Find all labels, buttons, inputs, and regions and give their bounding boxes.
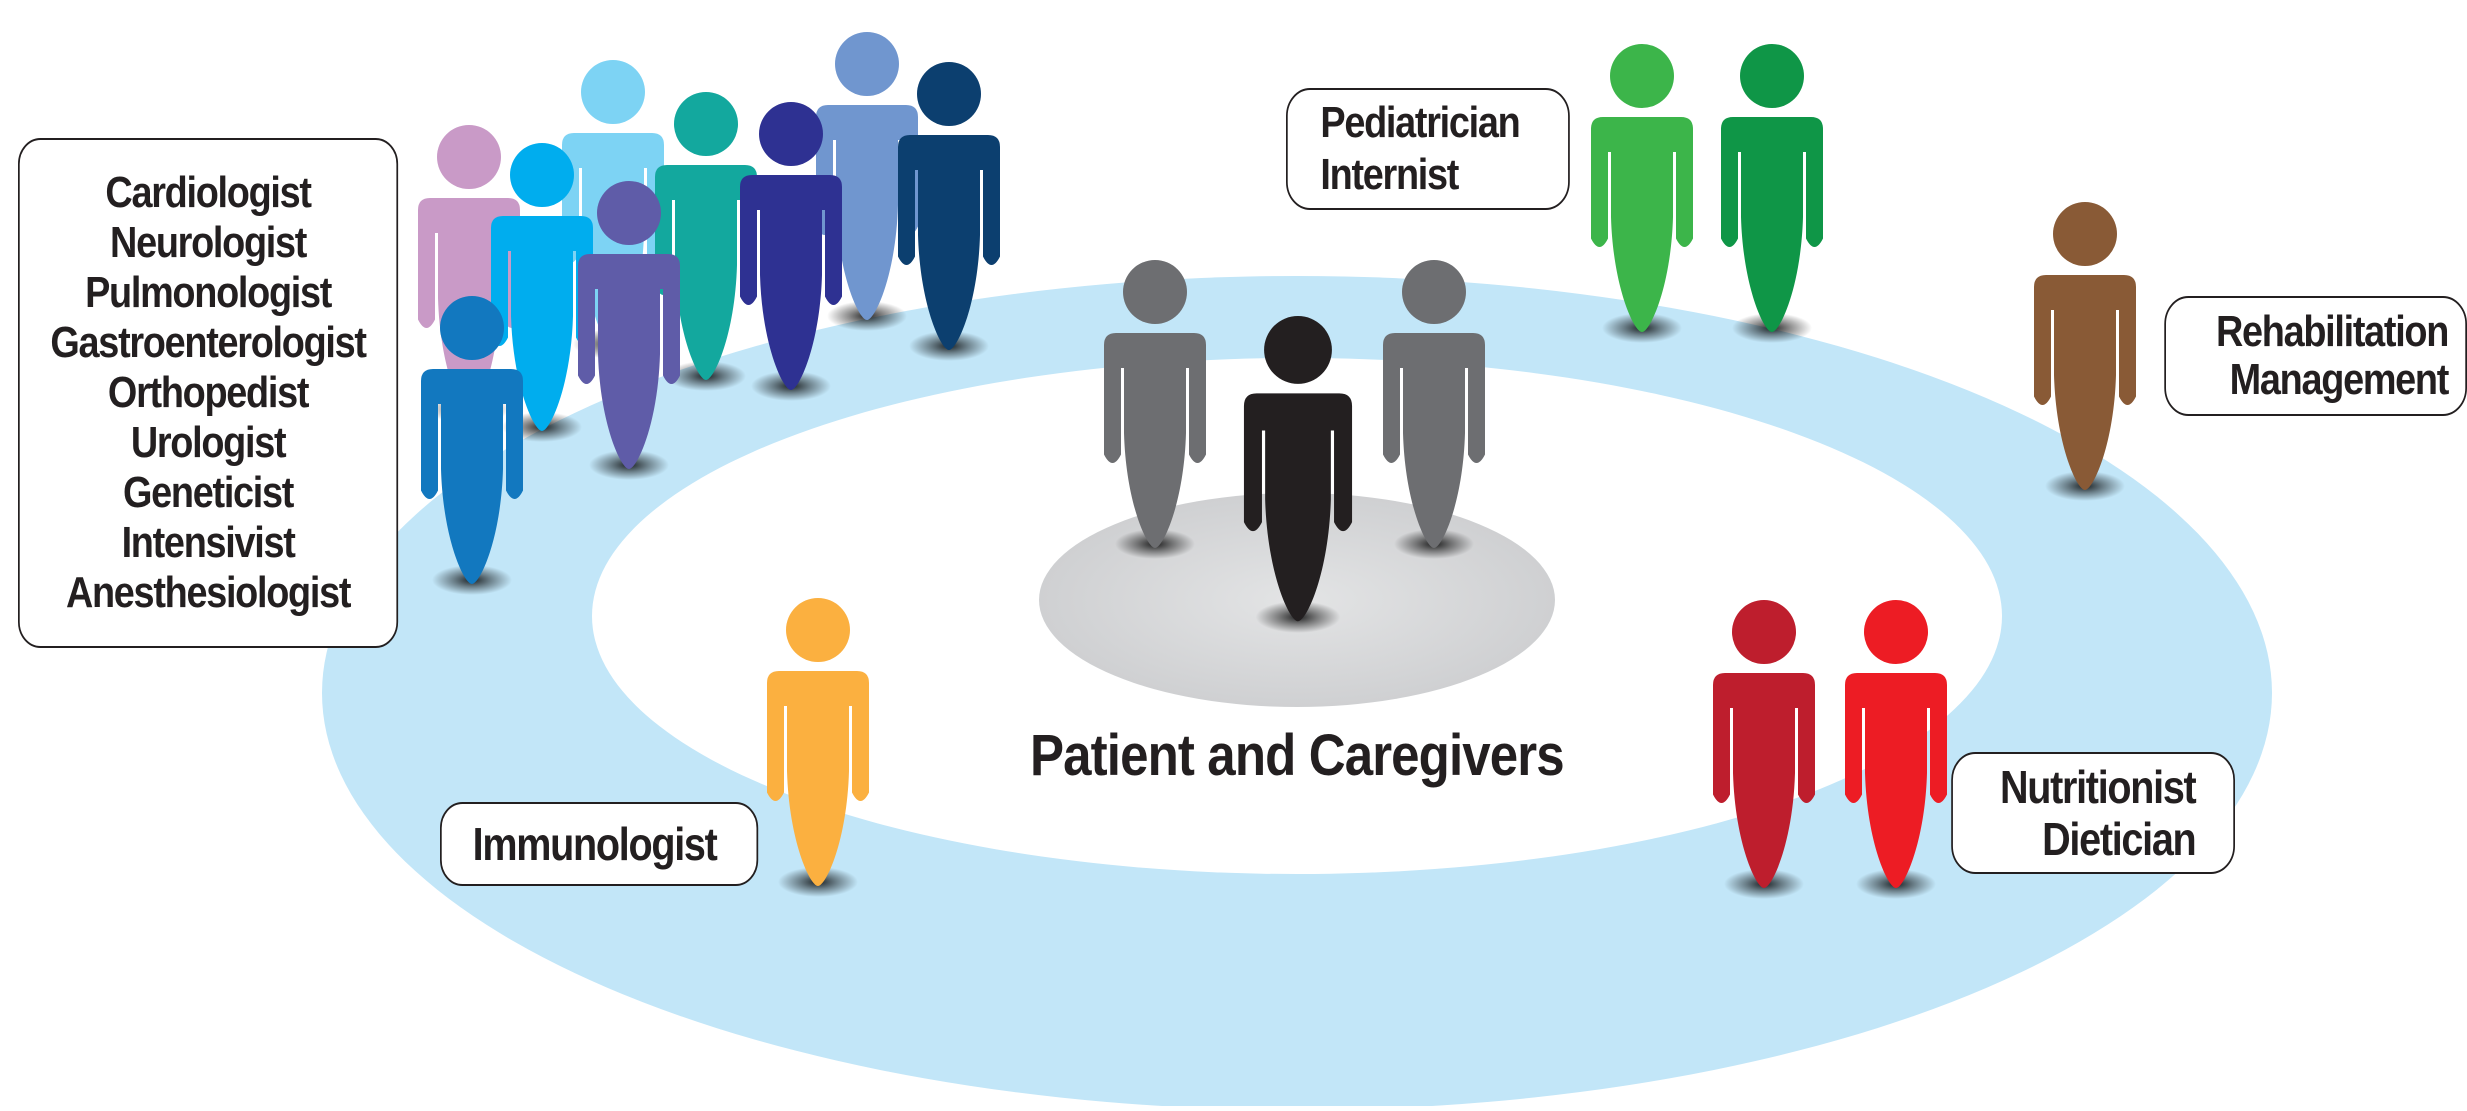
figure-body — [1104, 333, 1206, 548]
figure-body — [491, 216, 593, 431]
specialist-label-intensivist: Intensivist — [121, 518, 296, 567]
label-management: Management — [2229, 355, 2450, 404]
figure-head — [1732, 600, 1796, 664]
figure-head — [437, 125, 501, 189]
person-immunologist-figure — [767, 598, 869, 897]
nutrition-label-box: Nutritionist Dietician — [1951, 752, 2235, 874]
figure-head — [581, 60, 645, 124]
rehabilitation-label-box: Rehabilitation Management — [2164, 296, 2467, 416]
figure-head — [1864, 600, 1928, 664]
figure-head — [917, 62, 981, 126]
figure-body — [1591, 117, 1693, 332]
people-figures — [418, 32, 2136, 899]
person-orthopedist-figure — [655, 92, 757, 391]
specialist-label-orthopedist: Orthopedist — [107, 368, 310, 417]
figure-head — [510, 143, 574, 207]
figure-head — [1123, 260, 1187, 324]
label-pediatrician: Pediatrician — [1320, 98, 1520, 147]
figure-body — [816, 105, 918, 320]
specialist-label-anesthesiologist: Anesthesiologist — [65, 568, 352, 617]
figure-head — [1610, 44, 1674, 108]
figure-body — [2034, 275, 2136, 490]
figure-body — [1713, 673, 1815, 888]
person-patient-figure — [1243, 316, 1353, 633]
specialist-label-urologist: Urologist — [130, 418, 287, 467]
figure-head — [835, 32, 899, 96]
person-dietician-figure — [1845, 600, 1947, 899]
figure-head — [440, 296, 504, 360]
figure-head — [786, 598, 850, 662]
figure-body — [1845, 673, 1947, 888]
figure-head — [2053, 202, 2117, 266]
figure-head — [1264, 316, 1332, 384]
specialist-label-geneticist: Geneticist — [123, 468, 294, 517]
specialist-label-cardiologist: Cardiologist — [105, 168, 312, 217]
figure-body — [1243, 393, 1353, 622]
figure-head — [597, 181, 661, 245]
figure-body — [655, 165, 757, 380]
figure-body — [421, 369, 523, 584]
figure-head — [1740, 44, 1804, 108]
specialist-label-gastroenterologist: Gastroenterologist — [50, 318, 367, 367]
figure-body — [1383, 333, 1485, 548]
specialist-label-neurologist: Neurologist — [110, 218, 307, 267]
label-internist: Internist — [1320, 150, 1459, 199]
person-pediatrician-figure — [1591, 44, 1693, 343]
figure-body — [578, 254, 680, 469]
label-dietician: Dietician — [2042, 813, 2197, 865]
label-nutritionist: Nutritionist — [1999, 761, 2197, 813]
figure-body — [1721, 117, 1823, 332]
figure-head — [759, 102, 823, 166]
person-nutritionist-figure — [1713, 600, 1815, 899]
figure-head — [1402, 260, 1466, 324]
specialist-label-pulmonologist: Pulmonologist — [85, 268, 332, 317]
figure-body — [898, 135, 1000, 350]
person-gastroenterologist-figure — [578, 181, 680, 480]
specialists-label-box: Cardiologist Neurologist Pulmonologist G… — [18, 138, 399, 648]
person-caregiver-left-figure — [1104, 260, 1206, 559]
person-internist-figure — [1721, 44, 1823, 343]
figure-head — [674, 92, 738, 156]
person-geneticist-figure — [816, 32, 918, 331]
immunology-label-box: Immunologist — [440, 802, 759, 886]
person-rehabilitation-figure — [2034, 202, 2136, 501]
figure-body — [767, 671, 869, 886]
person-urologist-figure — [740, 102, 842, 401]
primary-care-label-box: Pediatrician Internist — [1286, 88, 1570, 210]
person-anesthesiologist-figure — [421, 296, 523, 595]
label-immunologist: Immunologist — [472, 818, 718, 870]
center-label: Patient and Caregivers — [1030, 723, 1565, 788]
figure-body — [740, 175, 842, 390]
label-rehabilitation: Rehabilitation — [2215, 307, 2449, 356]
person-caregiver-right-figure — [1383, 260, 1485, 559]
person-intensivist-figure — [898, 62, 1000, 361]
